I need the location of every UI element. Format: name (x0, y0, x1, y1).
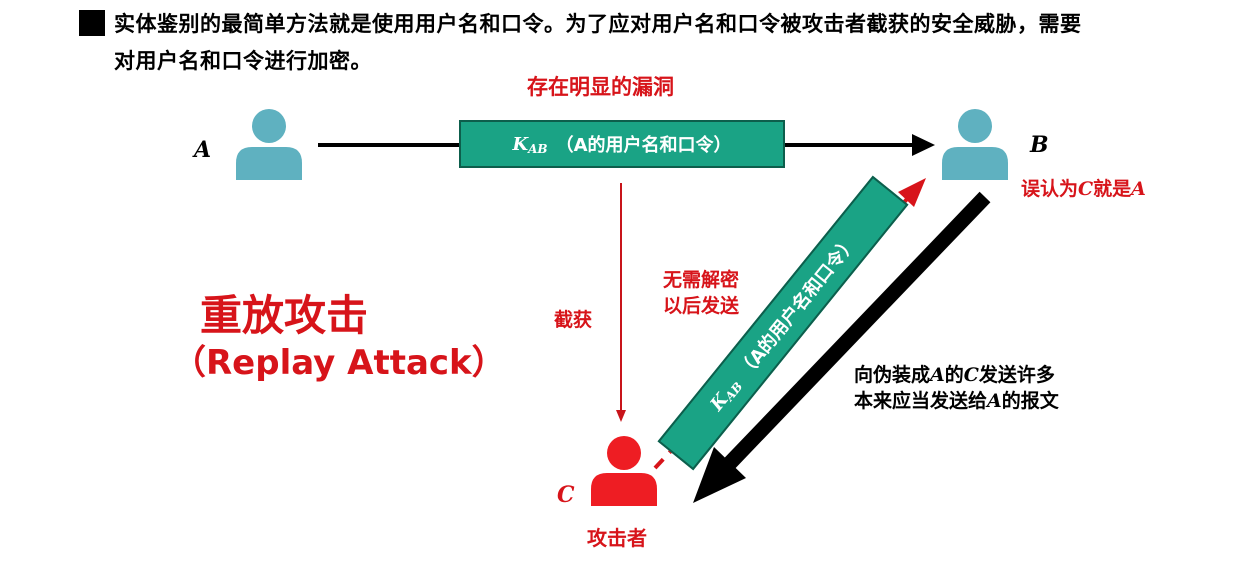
intro-paragraph: 实体鉴别的最简单方法就是使用用户名和口令。为了应对用户名和口令被攻击者截获的安全… (114, 6, 1234, 80)
vulnerability-label: 存在明显的漏洞 (527, 75, 674, 99)
intro-line-1: 实体鉴别的最简单方法就是使用用户名和口令。为了应对用户名和口令被攻击者截获的安全… (114, 12, 1082, 36)
node-b-label: B (1030, 132, 1049, 158)
bullet-square-icon (79, 10, 105, 36)
message-key: K (512, 133, 529, 155)
attack-subtitle: （Replay Attack） (172, 343, 506, 383)
person-b-icon (942, 109, 1008, 180)
b-belief-a: A (1131, 178, 1146, 200)
intro-line-2: 对用户名和口令进行加密。 (114, 49, 372, 73)
replay-note: 无需解密 以后发送 (663, 267, 739, 319)
replay-arrowhead (898, 178, 926, 207)
b-sends-note-line-2: 本来应当发送给A的报文 (854, 390, 1059, 412)
attacker-caption: 攻击者 (587, 526, 647, 550)
a-to-b-arrowhead (912, 134, 935, 156)
replay-note-line-1: 无需解密 (663, 269, 740, 291)
b-sends-note: 向伪装成A的C发送许多 本来应当发送给A的报文 (854, 362, 1059, 414)
b-belief-middle: 就是 (1093, 178, 1132, 200)
b-to-c-arrow (724, 191, 991, 469)
node-a-label: A (194, 137, 212, 163)
b-belief-label: 误认为C就是A (1021, 176, 1146, 202)
b-to-c-arrowhead (693, 447, 746, 503)
b-belief-prefix: 误认为 (1021, 178, 1079, 200)
attack-title: 重放攻击 (200, 291, 369, 340)
message-text: （A的用户名和口令） (555, 135, 732, 156)
attacker-c-icon (591, 436, 657, 506)
b-belief-c: C (1078, 178, 1094, 200)
message-key-subscript: AB (528, 142, 548, 156)
replay-note-line-2: 以后发送 (663, 295, 740, 317)
person-a-icon (236, 109, 302, 180)
intercept-label: 截获 (554, 309, 593, 331)
node-c-label: C (557, 482, 575, 508)
intercept-arrowhead (616, 410, 626, 422)
b-sends-note-line-1: 向伪装成A的C发送许多 (854, 364, 1055, 386)
